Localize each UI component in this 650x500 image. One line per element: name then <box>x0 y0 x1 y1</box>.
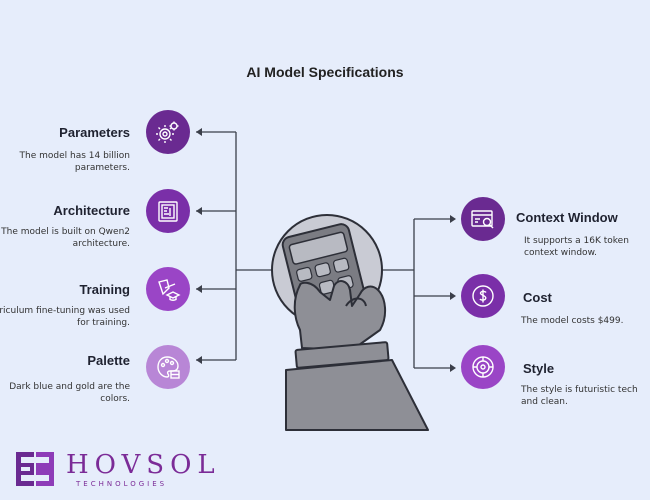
context-window-description: It supports a 16K token context window. <box>524 236 629 258</box>
architecture-title: Architecture <box>53 203 130 218</box>
palette-icon <box>146 345 190 389</box>
left-arrowheads <box>196 128 202 364</box>
context-window-title: Context Window <box>516 210 618 225</box>
logo-subtitle: TECHNOLOGIES <box>76 480 168 488</box>
cost-description: The model costs $499. <box>521 316 624 326</box>
hand-illustration <box>285 280 429 431</box>
style-title: Style <box>523 361 555 376</box>
palette-description: Dark blue and gold are the colors. <box>9 382 130 404</box>
logo-mark-icon <box>16 452 54 486</box>
dollar-icon <box>461 274 505 318</box>
page-title: AI Model Specifications <box>246 64 404 80</box>
target-icon <box>461 345 505 389</box>
parameters-description: The model has 14 billion parameters. <box>19 151 131 173</box>
parameters-title: Parameters <box>59 125 130 140</box>
right-connector <box>382 218 454 369</box>
gears-icon <box>146 110 190 154</box>
style-description: The style is futuristic tech and clean. <box>521 385 638 407</box>
cost-title: Cost <box>523 290 552 305</box>
training-description: Curriculum fine-tuning was used for trai… <box>0 306 130 328</box>
left-connector <box>196 131 272 361</box>
right-arrowheads <box>450 215 456 372</box>
palette-title: Palette <box>87 353 130 368</box>
window-search-icon <box>461 197 505 241</box>
graduation-icon <box>146 267 190 311</box>
blueprint-icon <box>146 189 190 233</box>
company-logo: HOVSOL TECHNOLOGIES <box>16 450 215 490</box>
architecture-description: The model is built on Qwen2 architecture… <box>1 227 130 249</box>
training-title: Training <box>79 282 130 297</box>
logo-name: HOVSOL <box>66 450 221 480</box>
